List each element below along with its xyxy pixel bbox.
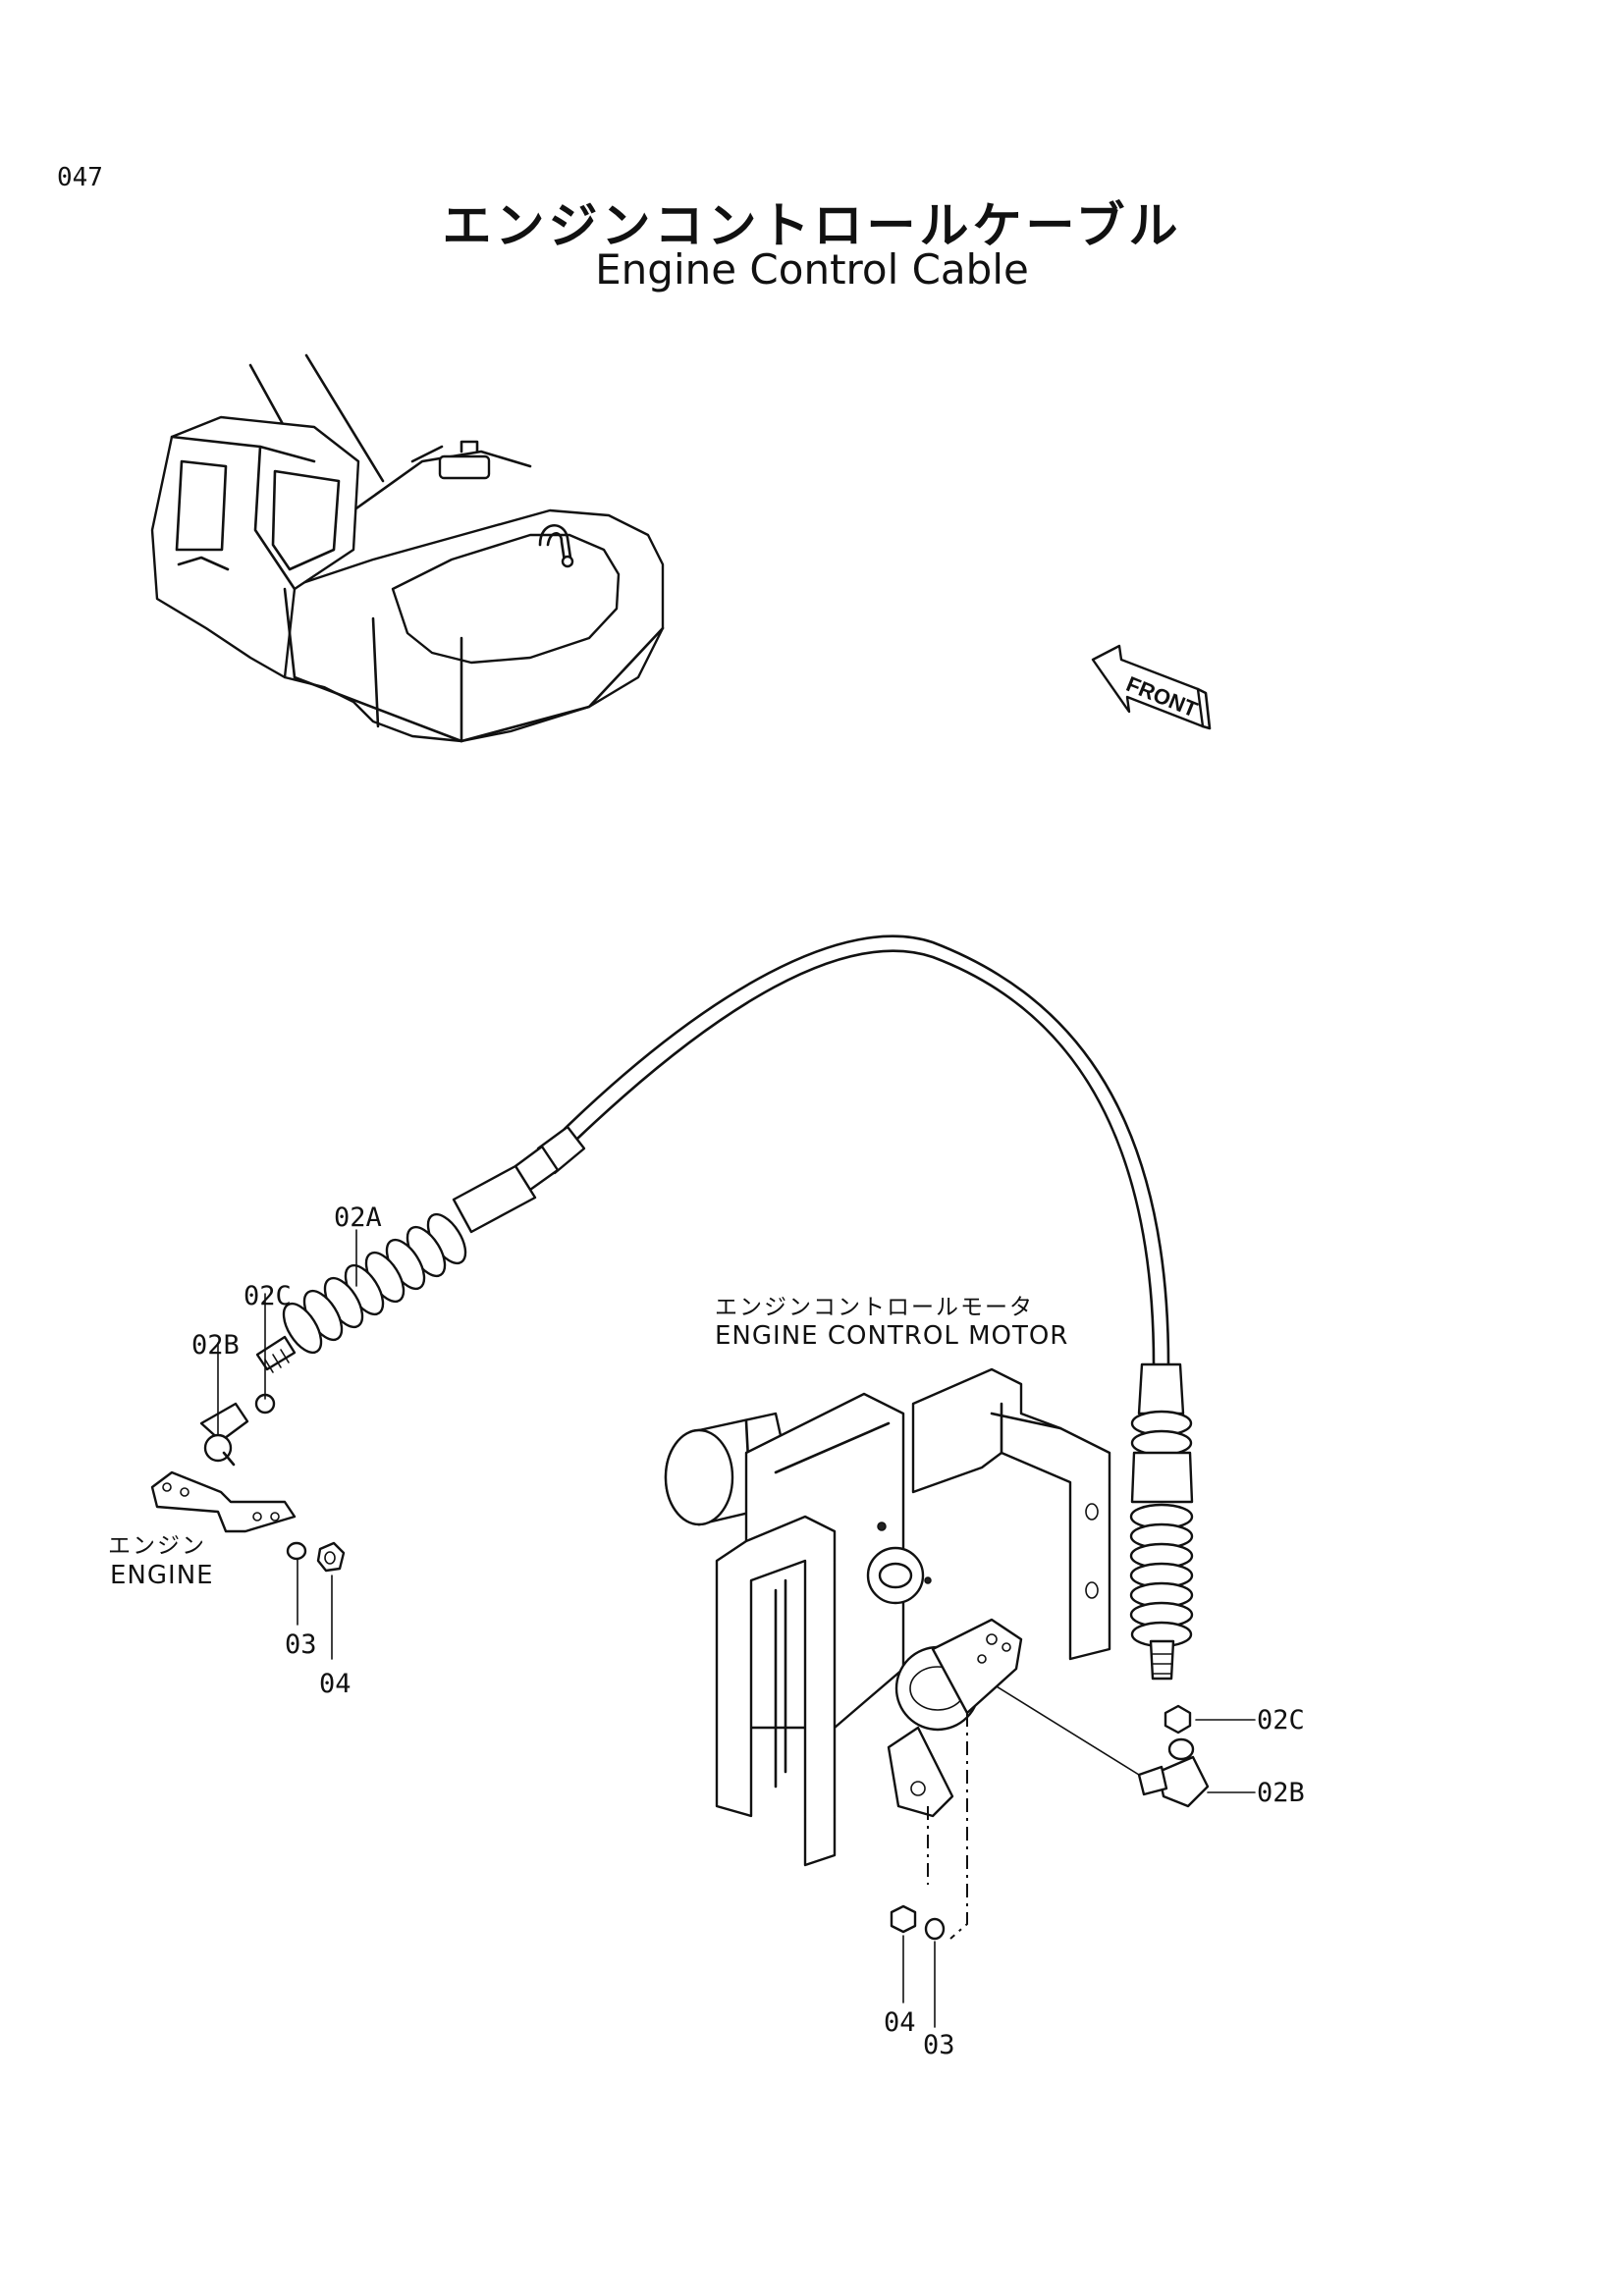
callout-03-bottom: 03 <box>923 2030 955 2060</box>
lock-washer <box>286 1541 307 1561</box>
hex-nut <box>1164 1704 1192 1735</box>
callout-04-left: 04 <box>319 1669 352 1699</box>
callout-02a: 02A <box>334 1202 382 1233</box>
page-number: 047 <box>57 163 103 192</box>
rubber-boot <box>1129 1362 1194 1681</box>
control-cable <box>514 934 1170 1366</box>
hex-nut <box>890 1904 917 1934</box>
ball-joint <box>199 1393 276 1467</box>
motor-label-english: ENGINE CONTROL MOTOR <box>715 1321 1069 1351</box>
title-english: Engine Control Cable <box>595 245 1029 294</box>
callout-03-left: 03 <box>285 1629 317 1660</box>
rubber-boot <box>255 1164 537 1373</box>
callout-02c-left: 02C <box>244 1281 292 1311</box>
engine-lever <box>150 1470 297 1533</box>
engine-label-english: ENGINE <box>110 1561 214 1590</box>
ball-joint <box>1137 1737 1210 1808</box>
excavator-overview-illustration <box>150 353 665 743</box>
lock-washer <box>924 1917 946 1941</box>
callout-02b-right: 02B <box>1257 1778 1305 1808</box>
callout-02c-right: 02C <box>1257 1705 1305 1735</box>
callout-04-bottom: 04 <box>884 2007 916 2038</box>
motor-label-japanese: エンジンコントロールモータ <box>715 1295 1034 1320</box>
hex-nut <box>316 1541 346 1573</box>
engine-label-japanese: エンジン <box>108 1533 206 1559</box>
title-japanese: エンジンコントロールケーブル <box>442 197 1182 254</box>
front-direction-arrow: FRONT <box>1091 644 1212 730</box>
engine-control-motor <box>664 1367 1111 1867</box>
callout-02b-left: 02B <box>191 1330 240 1361</box>
